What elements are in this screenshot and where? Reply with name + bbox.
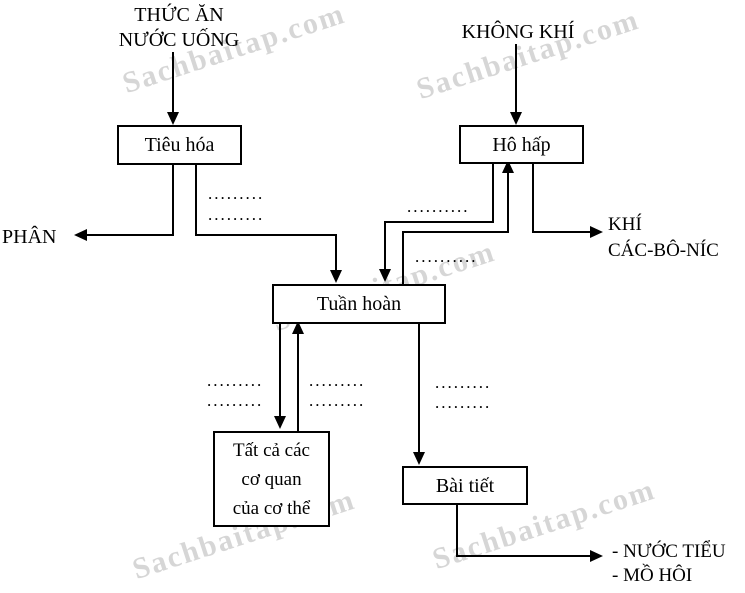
watermark-top-right: Sachbaitap.com: [412, 2, 644, 107]
line-respiration-to-circulation-v1: [492, 160, 494, 223]
label-sweat: - MỒ HÔI: [612, 565, 693, 586]
arrowhead-respiration-to-circulation: [379, 269, 391, 282]
box-circulation: Tuần hoàn: [272, 284, 446, 324]
label-water: NƯỚC UỐNG: [118, 29, 240, 51]
blank-middle-2: .........: [309, 391, 366, 410]
line-air-to-respiration: [515, 44, 517, 112]
box-respiration: Hô hấp: [459, 125, 584, 164]
arrowhead-air-to-respiration: [510, 112, 522, 125]
arrowhead-circulation-to-organs: [274, 416, 286, 429]
arrowhead-digestion-to-circulation: [330, 270, 342, 283]
line-respiration-to-co2-h: [532, 231, 590, 233]
label-excretion-products: - NƯỚC TIỂU - MỒ HÔI: [612, 540, 726, 588]
blank-left-1: .........: [207, 371, 264, 390]
line-digestion-to-circulation-v1: [195, 161, 197, 236]
blank-respiration-circulation-2: ..........: [415, 247, 478, 266]
line-circulation-to-organs-v: [279, 320, 281, 418]
line-respiration-to-circulation-h: [384, 221, 494, 223]
label-food: THỨC ĂN: [134, 4, 224, 26]
blank-left-2: .........: [207, 391, 264, 410]
line-digestion-to-circulation-v2: [335, 234, 337, 272]
label-co2-line1: KHÍ: [608, 214, 642, 235]
line-circulation-to-respiration-v2: [402, 231, 404, 284]
box-excretion: Bài tiết: [402, 466, 528, 505]
blank-respiration-circulation-1: ..........: [407, 197, 470, 216]
line-circulation-to-respiration-v1: [507, 172, 509, 233]
box-all-organs-line1: Tất cả các: [233, 439, 310, 461]
line-food-to-digestion: [172, 52, 174, 114]
arrowhead-food-to-digestion: [167, 112, 179, 125]
label-co2: KHÍ CÁC-BÔ-NÍC: [608, 212, 719, 264]
box-all-organs-line3: của cơ thể: [232, 497, 311, 519]
box-all-organs-line2: cơ quan: [241, 468, 302, 490]
blank-middle-1: .........: [309, 371, 366, 390]
box-digestion: Tiêu hóa: [117, 125, 242, 165]
line-excretion-to-products-v: [456, 501, 458, 557]
line-respiration-to-co2-v: [532, 160, 534, 233]
label-feces: PHÂN: [2, 226, 57, 248]
arrowhead-excretion-products: [590, 550, 603, 562]
arrowhead-co2: [590, 226, 603, 238]
blank-digestion-circulation-1: .........: [208, 184, 265, 203]
line-excretion-to-products-h: [456, 555, 590, 557]
line-digestion-to-feces-v: [172, 161, 174, 236]
line-circulation-to-excretion-v: [418, 320, 420, 454]
line-respiration-to-circulation-v2: [384, 221, 386, 271]
arrowhead-organs-to-circulation: [292, 321, 304, 334]
blank-right-2: .........: [435, 393, 492, 412]
blank-digestion-circulation-2: .........: [208, 205, 265, 224]
blank-right-1: .........: [435, 373, 492, 392]
line-circulation-to-respiration-h: [402, 231, 509, 233]
label-co2-line2: CÁC-BÔ-NÍC: [608, 240, 719, 261]
label-food-water: THỨC ĂN NƯỚC UỐNG: [100, 3, 258, 53]
box-all-organs: Tất cả các cơ quan của cơ thể: [213, 431, 330, 527]
arrowhead-feces: [74, 229, 87, 241]
line-digestion-to-feces-h: [86, 234, 174, 236]
label-urine: - NƯỚC TIỂU: [612, 541, 726, 562]
line-digestion-to-circulation-h: [195, 234, 337, 236]
label-air: KHÔNG KHÍ: [461, 21, 575, 43]
line-organs-to-circulation-v: [297, 333, 299, 431]
arrowhead-circulation-to-excretion: [413, 452, 425, 465]
